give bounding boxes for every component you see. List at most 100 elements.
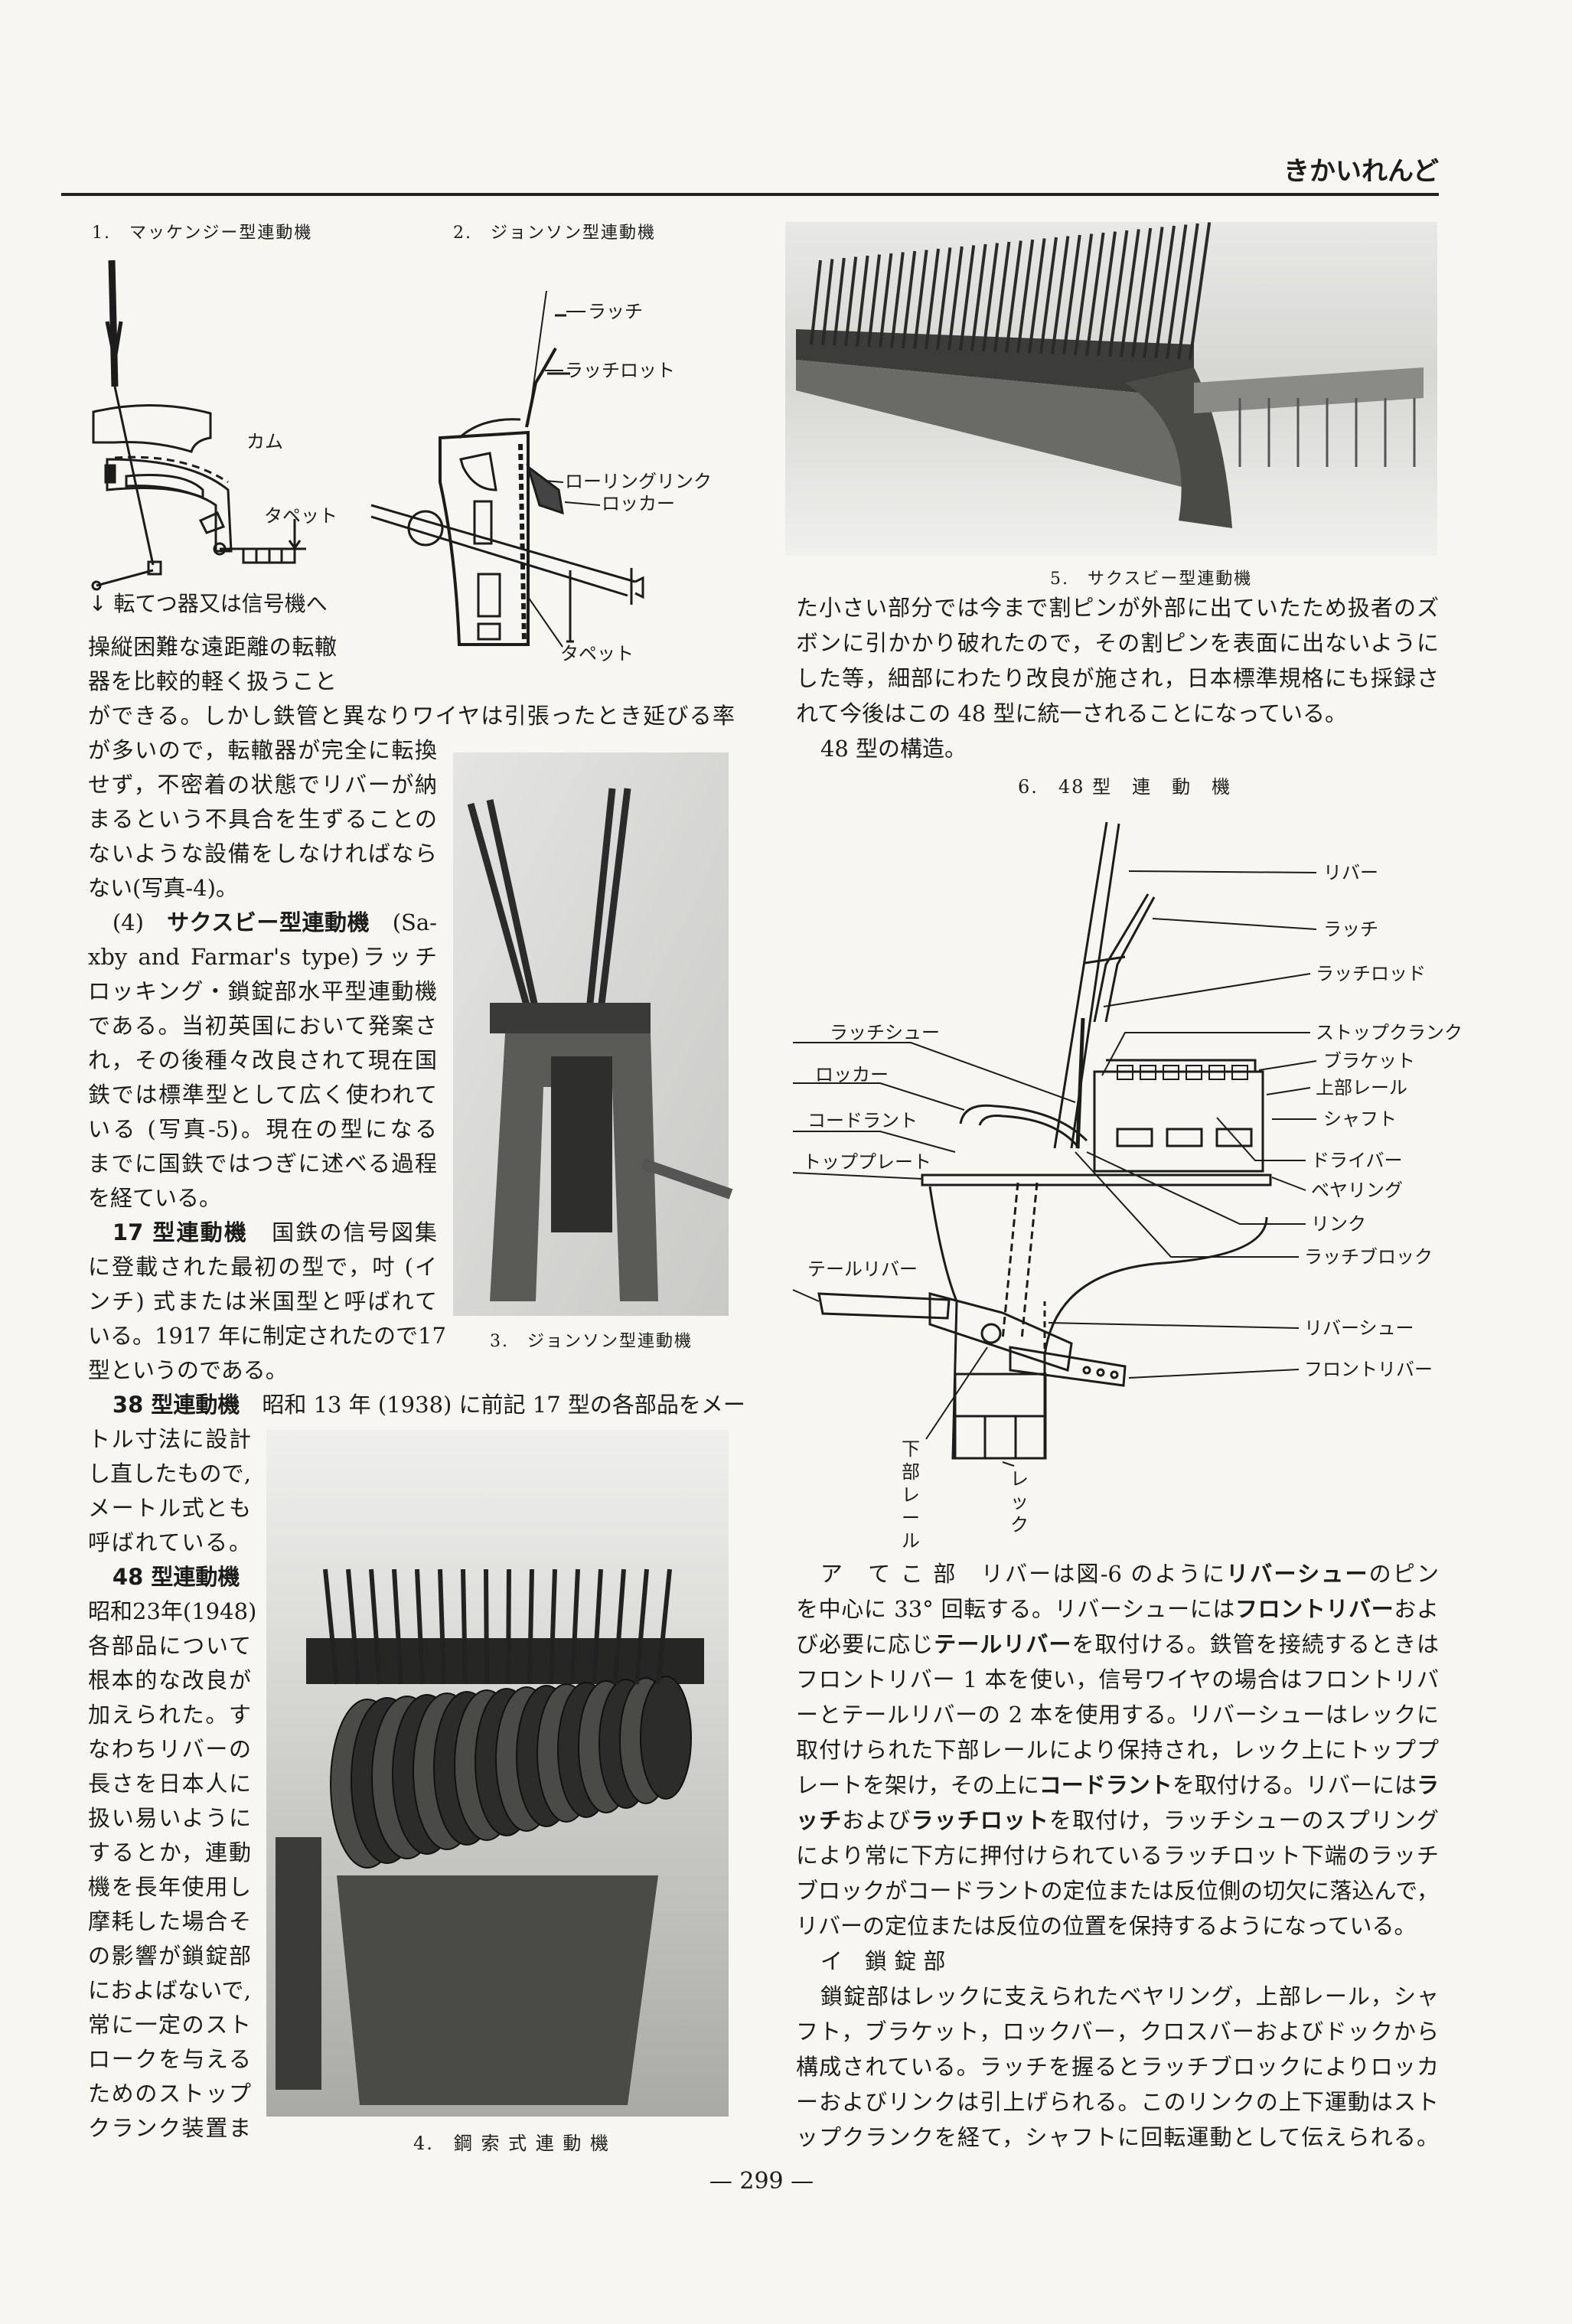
photo-4-wire-interlocking: [266, 1430, 729, 2117]
text-run: の影響が鎖錠部: [88, 1943, 251, 1969]
right-text-line: ーおよびリンクは引上げられる。このリンクの上下運動はスト: [796, 2088, 1439, 2116]
text-run: 操縦困難な遠距離の転轍: [88, 634, 337, 660]
text-run: するとか，連動: [88, 1839, 251, 1865]
bold-term: コードラント: [1039, 1772, 1172, 1798]
left-text-line: を経ている。: [88, 1184, 437, 1212]
right-text-line: た小さい部分では今まで割ピンが外部に出ていたため扱者のズ: [796, 594, 1439, 622]
text-run: 昭和23年(1948): [88, 1598, 257, 1624]
figure-2-leader-lines: [527, 311, 601, 648]
lever-shape: [613, 1568, 626, 1685]
lever-shape: [970, 243, 987, 351]
right-text-line: フロントリバー 1 本を使い，信号ワイヤの場合はフロントリバ: [796, 1666, 1439, 1693]
lever-shape: [1143, 227, 1164, 358]
text-run: し直したもので,: [88, 1461, 251, 1487]
text-run: ない(写真-4)。: [88, 875, 238, 901]
fig2-label-tappet: タペット: [560, 643, 634, 664]
lever-shape: [902, 250, 917, 349]
left-text-line: ンチ) 式または米国型と呼ばれて: [88, 1288, 437, 1315]
lever-shape: [1062, 234, 1081, 355]
bold-term: ラッチロット: [911, 1807, 1050, 1833]
fig2-label-latch-rod: ラッチロット: [565, 360, 675, 381]
text-run: により常に下方に押付けられているラッチロット下端のラッチ: [796, 1843, 1439, 1869]
bold-term: サクスビー型連動機: [167, 909, 370, 935]
header-rule: [61, 193, 1439, 196]
bold-term: 17 型連動機: [112, 1219, 249, 1245]
left-text-line: が多いので，転轍器が完全に転換: [88, 736, 437, 764]
lever-shape: [879, 253, 893, 348]
text-run: 根本的な改良が: [88, 1667, 251, 1693]
lever-shape: [592, 1568, 603, 1685]
text-run: およ: [1394, 1596, 1439, 1622]
fig6-label: フロントリバー: [1304, 1359, 1433, 1380]
lever-shape: [392, 1568, 403, 1685]
fig6-label: ドライバー: [1311, 1150, 1403, 1171]
right-text-line: を中心に 33° 回転する。リバーシューにはフロントリバーおよ: [796, 1595, 1439, 1623]
right-text-line: した等，細部にわたり改良が施され，日本標準規格にも採録さ: [796, 664, 1439, 692]
bold-term: ッチ: [796, 1807, 843, 1833]
bold-term: 48 型連動機: [112, 1564, 240, 1590]
lever-shape: [1051, 236, 1070, 354]
left-text-line: 摩耗した場合そ: [88, 1908, 251, 1935]
text-run: いる (写真-5)。現在の型になる: [88, 1116, 437, 1142]
fig6-label: 上部レール: [1316, 1077, 1407, 1098]
text-run: を中心に 33° 回転する。リバーシューには: [796, 1596, 1236, 1622]
lever-shape: [1120, 229, 1140, 357]
right-text-line: ア て こ 部 リバーは図-6 のようにリバーシューのピン: [796, 1560, 1439, 1588]
text-run: を経ている。: [88, 1185, 222, 1211]
left-text-line: 38 型連動機 昭和 13 年 (1938) に前記 17 型の各部品をメー: [88, 1391, 745, 1418]
left-text-line: れ，その後種々改良されて現在国: [88, 1046, 437, 1074]
lever-shape: [1097, 231, 1117, 357]
text-run: ア て こ 部 リバーは図-6 のように: [820, 1561, 1227, 1587]
left-text-line: いる。1917 年に制定されたので17: [88, 1322, 446, 1350]
text-run: クランク装置ま: [88, 2115, 251, 2141]
text-run: 扱い易いように: [88, 1805, 251, 1831]
text-run: (4): [112, 909, 168, 935]
lever-shape: [844, 256, 858, 347]
lever-shape: [415, 1568, 425, 1685]
text-run: ができる。しかし鉄管と異なりワイヤは引張ったとき延びる率: [88, 703, 735, 729]
lever-shape: [913, 250, 928, 349]
right-text-line: ッチおよびラッチロットを取付け，ラッチシューのスプリング: [796, 1807, 1439, 1834]
text-run: フロントリバー 1 本を使い，信号ワイヤの場合はフロントリバ: [796, 1666, 1439, 1692]
right-text-line: イ 鎖 錠 部: [796, 1947, 1439, 1975]
lever-shape: [527, 1568, 534, 1685]
lever-shape: [959, 245, 976, 351]
fig1-label-cam: カム: [246, 431, 283, 452]
text-run: ないような設備をしなければなら: [88, 840, 437, 867]
text-run: レートを架け，その上に: [796, 1772, 1039, 1798]
lever-shape: [821, 259, 834, 345]
left-text-line: まるという不具合を生ずることの: [88, 805, 437, 833]
fig6-label: ロッカー: [815, 1064, 889, 1085]
lever-shape: [890, 252, 905, 348]
text-run: および: [842, 1807, 912, 1833]
left-text-line: 根本的な改良が: [88, 1666, 251, 1694]
wire-wheel-shape: [640, 1676, 692, 1800]
fig6-label: トッププレート: [803, 1151, 931, 1173]
text-run: に登載された最初の型で，吋 (イ: [88, 1254, 437, 1280]
bold-term: リバーシュー: [1226, 1561, 1369, 1587]
bold-term: テールリバー: [934, 1631, 1072, 1657]
fig6-label: ストップクランク: [1316, 1022, 1463, 1043]
fig6-label: テールリバー: [807, 1258, 918, 1280]
photo-3-caption: 3. ジョンソン型連動機: [490, 1332, 693, 1351]
left-text-line: ロッキング・鎖錠部水平型連動機: [88, 978, 437, 1005]
lever-shape: [570, 1568, 580, 1685]
text-run: メートル式とも: [88, 1495, 251, 1521]
figure-1-caption: 1. マッケンジー型連動機: [92, 224, 313, 243]
photo-3-johnson-interlocking: [453, 752, 733, 1316]
lever-shape: [867, 254, 881, 348]
fig6-label: リバー: [1323, 862, 1378, 883]
figure-6-leader-lines: [792, 870, 1317, 1467]
left-text-line: 機を長年使用し: [88, 1873, 251, 1901]
left-text-line: ロークを与える: [88, 2045, 251, 2073]
text-run: た小さい部分では今まで割ピンが外部に出ていたため扱者のズ: [796, 595, 1439, 621]
right-text-line: れて今後はこの 48 型に統一されることになっている。: [796, 700, 1439, 727]
photo-5-saxby-interlocking: [785, 222, 1437, 556]
left-text-line: ができる。しかし鉄管と異なりワイヤは引張ったとき延びる率: [88, 702, 735, 730]
right-text-line: 鎖錠部はレックに支えられたベヤリング，上部レール，シャ: [796, 1983, 1439, 2010]
text-run: ップクランクを経て，シャフトに回転運動として伝えられる。: [796, 2124, 1439, 2150]
lever-shape: [1016, 239, 1035, 354]
bold-term: ラ: [1416, 1772, 1439, 1798]
lever-shape: [1177, 223, 1199, 360]
